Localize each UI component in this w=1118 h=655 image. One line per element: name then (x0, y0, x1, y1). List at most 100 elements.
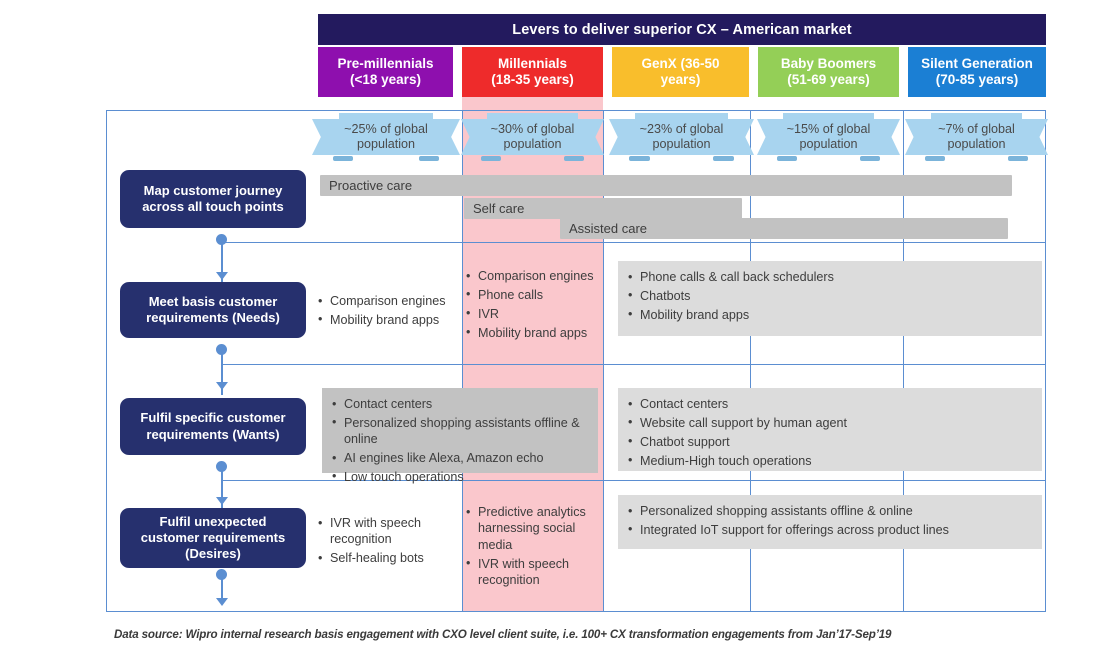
population-banner-genx: ~23% of global population (609, 113, 754, 161)
list-item: Predictive analytics harnessing social m… (466, 503, 592, 553)
column-header-line2: (18-35 years) (491, 72, 574, 87)
stage-label-line2: across all touch points (142, 199, 284, 214)
column-header-line1: Silent Generation (921, 56, 1033, 72)
bullet-list: Phone calls & call back schedulers Chatb… (628, 268, 1032, 323)
ribbon-shape (609, 119, 754, 155)
column-header-line2: (51-69 years) (787, 72, 870, 87)
column-header-line1: GenX (36-50 (641, 56, 720, 72)
list-item: Personalized shopping assistants offline… (332, 414, 588, 448)
care-bar-self-care: Self care (464, 198, 742, 219)
column-header-pre-millennials[interactable]: Pre-millennials (<18 years) (318, 47, 453, 97)
row-divider-1 (222, 242, 1046, 244)
population-label: ~25% of global population (344, 121, 428, 151)
row-divider-2 (222, 364, 1046, 366)
list-item: Website call support by human agent (628, 414, 1032, 431)
ribbon-tab-bottom-right (859, 156, 880, 161)
column-header-line2: years) (660, 72, 701, 87)
population-banner-millennials: ~30% of global population (461, 113, 604, 161)
ribbon-tab-top (338, 113, 434, 121)
ribbon-tab-bottom-right (1007, 156, 1028, 161)
desires-list-pre-millennials: IVR with speech recognition Self-healing… (318, 507, 458, 577)
list-item: Low touch operations (332, 468, 588, 485)
ribbon-tab-bottom-left (777, 156, 798, 161)
ribbon-tab-bottom-right (713, 156, 734, 161)
bullet-list: Comparison engines Phone calls IVR Mobil… (466, 267, 594, 341)
column-header-line1: Pre-millennials (337, 56, 434, 72)
stage-label-line2: requirements (Wants) (146, 426, 280, 442)
bullet-list: Predictive analytics harnessing social m… (466, 503, 592, 589)
connector-arrow-3 (215, 497, 228, 505)
connector-arrow-2 (215, 382, 228, 390)
list-item: Comparison engines (466, 267, 594, 284)
care-bar-label: Assisted care (569, 221, 648, 236)
stage-label-line2: requirements (Needs) (146, 310, 280, 325)
list-item: AI engines like Alexa, Amazon echo (332, 450, 588, 467)
stage-box-meet-basis-needs[interactable]: Meet basis customer requirements (Needs) (120, 282, 306, 338)
column-header-baby-boomers[interactable]: Baby Boomers (51-69 years) (758, 47, 899, 97)
needs-panel-older-generations: Phone calls & call back schedulers Chatb… (618, 261, 1042, 336)
ribbon-shape (312, 119, 460, 155)
connector-line-2 (221, 349, 223, 395)
care-bar-label: Self care (473, 201, 525, 216)
list-item: Integrated IoT support for offerings acr… (628, 521, 1032, 538)
page-title: Levers to deliver superior CX – American… (318, 14, 1046, 45)
ribbon-shape (757, 119, 900, 155)
ribbon-tab-bottom-left (629, 156, 650, 161)
care-bar-label: Proactive care (329, 178, 413, 193)
stage-label-line1: Map customer journey (143, 182, 283, 198)
list-item: Mobility brand apps (628, 306, 1032, 323)
column-divider-4 (903, 110, 905, 612)
ribbon-shape (461, 119, 604, 155)
column-divider-3 (750, 110, 752, 612)
ribbon-shape (905, 119, 1048, 155)
care-bar-assisted-care: Assisted care (560, 218, 1008, 239)
row-divider-3 (222, 480, 1046, 482)
column-header-genx[interactable]: GenX (36-50 years) (612, 47, 749, 97)
list-item: Mobility brand apps (318, 311, 448, 328)
ribbon-tab-bottom-left (332, 156, 354, 161)
list-item: Contact centers (332, 395, 588, 412)
wants-panel-right: Contact centers Website call support by … (618, 388, 1042, 471)
column-header-silent-generation[interactable]: Silent Generation (70-85 years) (908, 47, 1046, 97)
needs-list-pre-millennials: Comparison engines Mobility brand apps (318, 285, 458, 339)
bullet-list: Contact centers Website call support by … (628, 395, 1032, 469)
list-item: Contact centers (628, 395, 1032, 412)
list-item: Phone calls & call back schedulers (628, 268, 1032, 285)
stage-label-line1: Fulfil unexpected (159, 513, 267, 529)
stage-box-map-customer-journey[interactable]: Map customer journey across all touch po… (120, 170, 306, 228)
population-banner-pre-millennials: ~25% of global population (312, 113, 460, 161)
list-item: IVR with speech recognition (318, 515, 448, 548)
connector-arrow-1 (215, 272, 228, 280)
list-item: Personalized shopping assistants offline… (628, 502, 1032, 519)
column-divider-1 (462, 110, 464, 612)
population-banner-baby-boomers: ~15% of global population (757, 113, 900, 161)
bullet-list: IVR with speech recognition Self-healing… (318, 515, 448, 567)
stage-box-fulfil-wants[interactable]: Fulfil specific customer requirements (W… (120, 398, 306, 455)
connector-arrow-4 (215, 598, 228, 606)
column-header-line2: (<18 years) (350, 72, 421, 87)
stage-label-line2: customer requirements (140, 529, 286, 545)
connector-line-1 (221, 239, 223, 287)
population-label: ~23% of global population (639, 121, 724, 151)
stage-label-line1: Fulfil specific customer (140, 410, 286, 426)
ribbon-tab-bottom-right (563, 156, 584, 161)
bullet-list: Comparison engines Mobility brand apps (318, 292, 448, 328)
list-item: Medium-High touch operations (628, 452, 1032, 469)
matrix-frame (106, 110, 1046, 612)
list-item: Chatbots (628, 287, 1032, 304)
connector-dot-4 (216, 569, 227, 580)
column-header-millennials[interactable]: Millennials (18-35 years) (462, 47, 603, 97)
bullet-list: Personalized shopping assistants offline… (628, 502, 1032, 538)
list-item: IVR with speech recognition (466, 555, 592, 589)
care-bar-proactive-care: Proactive care (320, 175, 1012, 196)
stage-box-fulfil-desires[interactable]: Fulfil unexpected customer requirements … (120, 508, 306, 568)
population-label: ~7% of global population (938, 121, 1015, 151)
connector-line-4 (221, 574, 223, 604)
list-item: IVR (466, 305, 594, 322)
bullet-list: Contact centers Personalized shopping as… (332, 395, 588, 485)
column-header-line2: (70-85 years) (935, 72, 1019, 87)
needs-list-millennials: Comparison engines Phone calls IVR Mobil… (466, 260, 604, 351)
list-item: Comparison engines (318, 292, 448, 309)
ribbon-tab-top (930, 113, 1023, 121)
population-banner-silent-generation: ~7% of global population (905, 113, 1048, 161)
